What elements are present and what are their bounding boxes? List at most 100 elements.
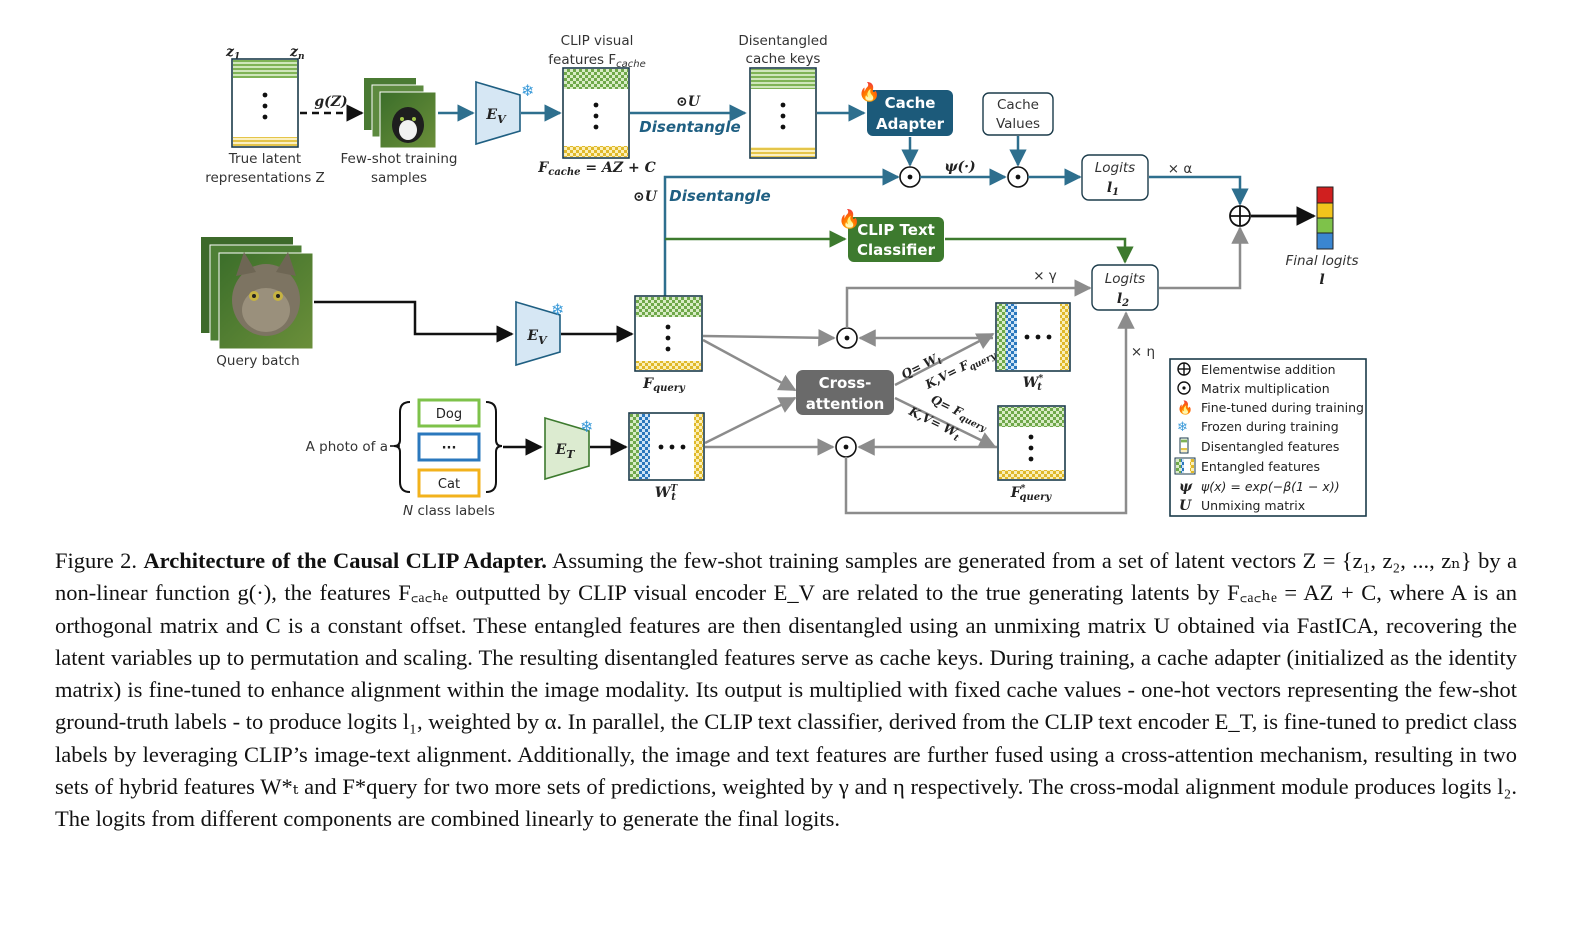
fire-icon: 🔥 (1177, 400, 1193, 416)
svg-text:Disentangled: Disentangled (738, 33, 827, 49)
odot-u-top: ⊙U (676, 94, 701, 110)
visual-encoder-top: EV ❄ (475, 80, 534, 146)
svg-text:Unmixing matrix: Unmixing matrix (1201, 498, 1305, 513)
legend-item-psi: ψ ψ(x) = exp(−β(1 − x)) (1179, 479, 1340, 495)
legend-item-matmul: Matrix multiplication (1177, 381, 1330, 396)
svg-text:Cache: Cache (885, 94, 936, 112)
legend-item-disentangled: Disentangled features (1179, 437, 1339, 454)
svg-text:CLIP Text: CLIP Text (857, 221, 935, 239)
figure-caption: Figure 2. Architecture of the Causal CLI… (55, 545, 1517, 836)
svg-text:features Fcache: features Fcache (548, 52, 645, 70)
architecture-diagram: z1 zn True latent representations Z g(Z)… (201, 33, 1367, 519)
class-dots: ··· (442, 441, 457, 456)
fcache-matrix: CLIP visual features Fcache Fcache = AZ … (537, 33, 655, 178)
svg-text:l1: l1 (1107, 180, 1119, 198)
disentangled-cache-keys: Disentangled cache keys (738, 33, 828, 159)
fquery-star-matrix: F*query (997, 405, 1066, 503)
svg-text:WTt: WTt (655, 484, 679, 503)
disentangle-label-bottom: Disentangle (669, 187, 770, 205)
text-encoder: ET ❄ (544, 416, 593, 481)
q-kv-labels-upper: Q= Wt K,V= Fquery (899, 351, 998, 392)
svg-text:samples: samples (371, 170, 427, 186)
odot-u-bottom: ⊙U (633, 189, 658, 205)
svg-text:l: l (1319, 272, 1324, 288)
snowflake-icon: ❄ (521, 81, 534, 100)
a-photo-of-a-label: A photo of a (306, 439, 388, 455)
latent-matrix: z1 zn True latent representations Z (205, 44, 325, 186)
legend: Elementwise addition Matrix multiplicati… (1169, 358, 1367, 517)
times-gamma: × γ (1033, 268, 1057, 284)
svg-text:Logits: Logits (1105, 271, 1145, 287)
svg-text:z1: z1 (225, 44, 240, 62)
svg-text:cache keys: cache keys (746, 51, 821, 67)
svg-text:U: U (1179, 498, 1192, 514)
svg-text:zn: zn (289, 44, 305, 62)
fquery-matrix: Fquery (634, 295, 703, 394)
visual-encoder-bottom: EV ❄ (515, 300, 564, 367)
svg-text:N class labels: N class labels (403, 503, 495, 519)
svg-text:EV: EV (485, 107, 507, 126)
svg-text:CLIP visual: CLIP visual (561, 33, 634, 49)
psi-label: ψ(·) (944, 159, 975, 175)
fire-icon: 🔥 (838, 208, 860, 230)
svg-text:W*t: W*t (1023, 374, 1044, 393)
svg-text:Frozen during training: Frozen during training (1201, 419, 1339, 434)
gz-label: g(Z) (314, 94, 347, 110)
q-kv-labels-lower: Q= Fquery K,V= Wt (906, 392, 988, 444)
clip-text-classifier-box: CLIP Text Classifier 🔥 (838, 208, 944, 262)
svg-text:Few-shot training: Few-shot training (341, 151, 458, 167)
svg-text:Entangled features: Entangled features (1201, 459, 1320, 474)
class-cat: Cat (438, 477, 460, 492)
query-batch-images: Query batch (201, 237, 314, 369)
disentangle-label-top: Disentangle (639, 118, 740, 136)
legend-item-unmixing: U Unmixing matrix (1179, 498, 1305, 514)
svg-text:Disentangled features: Disentangled features (1201, 439, 1339, 454)
svg-text:ψ(x) = exp(−β(1 − x)): ψ(x) = exp(−β(1 − x)) (1201, 479, 1340, 494)
svg-text:Values: Values (996, 116, 1040, 132)
svg-text:True latent: True latent (228, 151, 301, 167)
legend-item-frozen: ❄ Frozen during training (1177, 419, 1339, 435)
cache-values-box: Cache Values (982, 92, 1054, 136)
svg-text:F*query: F*query (1010, 484, 1053, 503)
final-logits-bar: Final logits l (1285, 186, 1359, 288)
figure-caption-body: Assuming the few-shot training samples a… (55, 548, 1518, 832)
svg-text:l2: l2 (1117, 291, 1129, 309)
times-alpha: × α (1168, 161, 1193, 177)
logits-2-box: Logits l2 (1091, 264, 1159, 311)
svg-text:attention: attention (806, 395, 885, 413)
legend-item-finetuned: 🔥 Fine-tuned during training (1177, 400, 1364, 416)
latent-label-line2: representations Z (205, 170, 325, 186)
svg-text:Matrix multiplication: Matrix multiplication (1201, 381, 1330, 396)
figure-label: Figure 2. (55, 548, 138, 573)
fire-icon: 🔥 (858, 81, 880, 103)
svg-text:Fcache = AZ + C: Fcache = AZ + C (537, 160, 655, 178)
svg-text:Query batch: Query batch (216, 353, 299, 369)
sum-circle (1229, 205, 1251, 227)
times-eta: × η (1131, 344, 1155, 360)
few-shot-images: Few-shot training samples (341, 78, 458, 186)
cache-adapter-box: Cache Adapter 🔥 (858, 81, 953, 136)
snowflake-icon: ❄ (580, 417, 593, 436)
class-labels: Dog ··· Cat N class labels (403, 398, 495, 519)
wt-star-matrix: W*t (995, 302, 1071, 393)
svg-text:Final logits: Final logits (1285, 253, 1358, 269)
svg-text:ψ: ψ (1179, 479, 1193, 495)
logits-1-box: Logits l1 (1081, 154, 1149, 201)
svg-text:Elementwise addition: Elementwise addition (1201, 362, 1336, 377)
svg-text:EV: EV (526, 328, 548, 347)
cross-attention-box: Cross- attention (796, 370, 894, 415)
svg-text:Cross-: Cross- (819, 374, 872, 392)
class-dog: Dog (436, 407, 462, 422)
svg-text:Logits: Logits (1095, 160, 1135, 176)
snowflake-icon: ❄ (1177, 420, 1188, 435)
svg-text:Adapter: Adapter (876, 115, 945, 133)
legend-item-addition: Elementwise addition (1177, 362, 1336, 377)
svg-text:Classifier: Classifier (857, 241, 936, 259)
svg-text:Cache: Cache (997, 97, 1039, 113)
svg-text:Fquery: Fquery (642, 376, 686, 394)
svg-text:ET: ET (555, 442, 576, 461)
legend-item-entangled: Entangled features (1174, 457, 1320, 475)
snowflake-icon: ❄ (551, 300, 564, 319)
figure-title: Architecture of the Causal CLIP Adapter. (143, 548, 547, 573)
